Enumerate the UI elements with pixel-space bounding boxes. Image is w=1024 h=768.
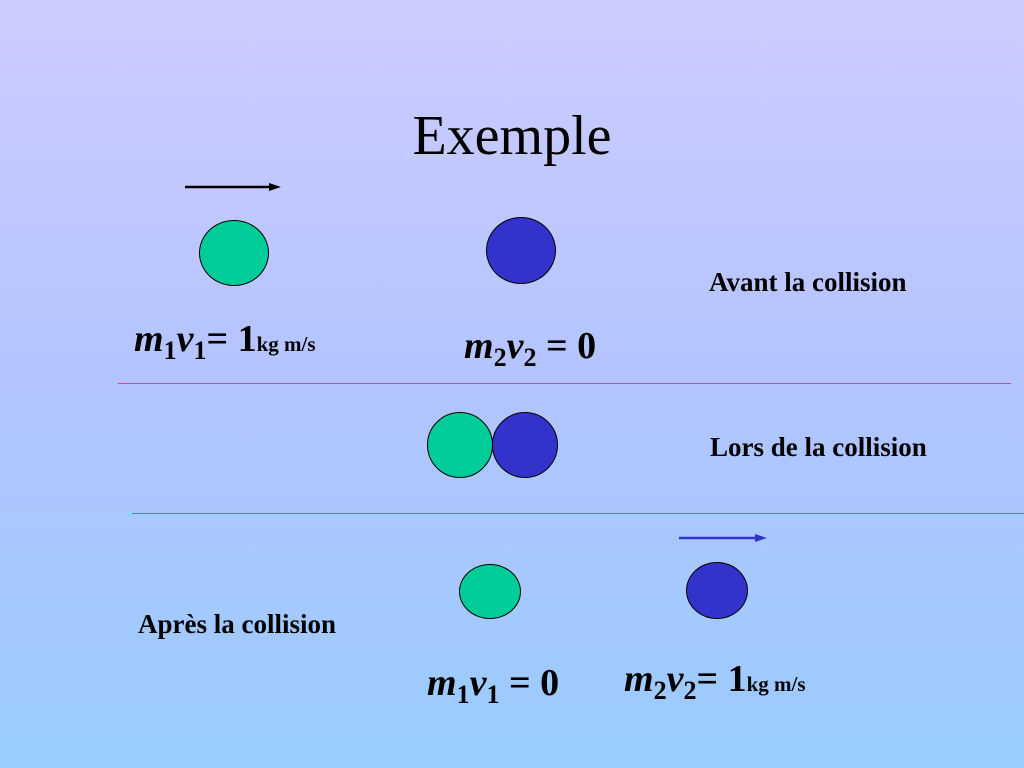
- velocity-arrow-after: [679, 534, 767, 542]
- ball-1-after: [459, 564, 521, 619]
- momentum-eq-1-after: m1v1 = 0: [427, 662, 560, 709]
- label-before-collision: Avant la collision: [709, 267, 907, 297]
- ball-1-before: [199, 220, 269, 286]
- ball-2-after: [686, 562, 748, 619]
- ball-1-during: [427, 412, 493, 478]
- velocity-arrow-before: [185, 183, 281, 191]
- momentum-eq-1-before: m1v1= 1kg m/s: [134, 318, 316, 365]
- slide-title: Exemple: [412, 105, 612, 167]
- momentum-eq-2-before: m2v2 = 0: [464, 325, 597, 372]
- ball-2-before: [486, 217, 556, 284]
- momentum-eq-2-after: m2v2= 1kg m/s: [624, 658, 806, 705]
- label-during-collision: Lors de la collision: [710, 432, 927, 462]
- ball-2-during: [492, 412, 558, 478]
- label-after-collision: Après la collision: [138, 609, 337, 639]
- divider-bottom: [132, 513, 1024, 514]
- divider-top: [118, 383, 1011, 384]
